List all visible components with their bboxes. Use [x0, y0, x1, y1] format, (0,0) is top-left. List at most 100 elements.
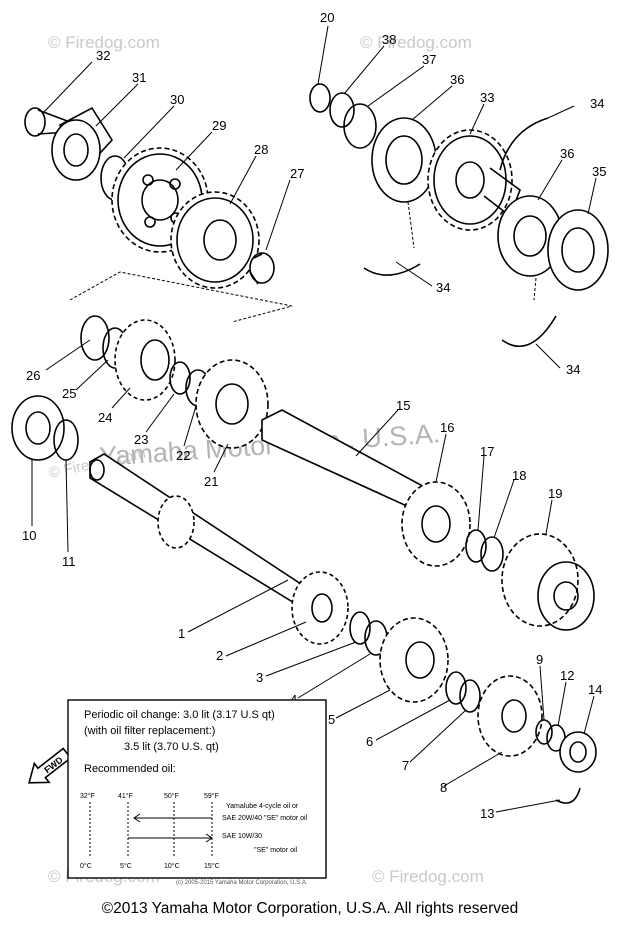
part-32-bolt: [24, 107, 71, 137]
callout-24: 24: [98, 410, 112, 425]
callout-36-b: 36: [560, 146, 574, 161]
watermark-top-left: © Firedog.com: [48, 33, 160, 52]
callout-30: 30: [170, 92, 184, 107]
callout-16: 16: [440, 420, 454, 435]
callout-10: 10: [22, 528, 36, 543]
callout-36-a: 36: [450, 72, 464, 87]
part-34-retainer-left: [363, 263, 421, 276]
main-axle-end: [89, 459, 105, 481]
callout-18: 18: [512, 468, 526, 483]
part-14-bearing: [559, 731, 597, 773]
callout-32: 32: [96, 48, 110, 63]
callout-12: 12: [560, 668, 574, 683]
callout-21: 21: [204, 474, 218, 489]
recommended-oil-label: Recommended oil:: [84, 763, 176, 775]
oil-change-line2: (with oil filter replacement:): [84, 725, 215, 737]
part-17-washer: [465, 529, 487, 563]
part-27-bushing: [249, 252, 275, 285]
part-35-bearing: [547, 209, 609, 291]
part-21-gear: [195, 359, 269, 449]
part-13-circlip: [555, 787, 581, 804]
upper-left-gear-cluster: [24, 106, 293, 323]
callout-6: 6: [366, 734, 373, 749]
part-34-retainer-bottom: [501, 315, 557, 348]
part-36-bearing-left: [371, 117, 437, 203]
callout-20: 20: [320, 10, 334, 25]
callout-28: 28: [254, 142, 268, 157]
callout-8: 8: [440, 780, 447, 795]
callout-13: 13: [480, 806, 494, 821]
callout-19: 19: [548, 486, 562, 501]
temp-c-0: 0°C: [80, 862, 92, 870]
oil-type-2b: "SE" motor oil: [254, 847, 298, 854]
callout-2: 2: [216, 648, 223, 663]
oil-specification-box: Periodic oil change: 3.0 lit (3.17 U.S q…: [67, 699, 327, 879]
part-6-circlip: [445, 671, 467, 705]
oil-change-line3: 3.5 lit (3.70 U.S. qt): [124, 741, 219, 753]
callout-11: 11: [62, 554, 76, 569]
callout-15: 15: [396, 398, 410, 413]
callout-9: 9: [536, 652, 543, 667]
callout-22: 22: [176, 448, 190, 463]
forward-arrow: FWD: [28, 747, 72, 784]
part-16-gear: [401, 481, 471, 567]
callout-17: 17: [480, 444, 494, 459]
callout-34-c: 34: [566, 362, 580, 377]
guide-line: [407, 201, 537, 301]
callout-26: 26: [26, 368, 40, 383]
part-33-gear: [427, 129, 521, 231]
part-3-washer: [349, 611, 371, 645]
temp-f-1: 41°F: [118, 792, 133, 800]
part-38-circlip: [329, 92, 355, 128]
watermark-bottom-right: © Firedog.com: [372, 867, 484, 886]
callout-31: 31: [132, 70, 146, 85]
oil-temperature-chart: 32°F 41°F 50°F 59°F Yamalube 4-cycle oil…: [80, 792, 308, 870]
callout-37: 37: [422, 52, 436, 67]
part-18-circlip: [480, 536, 504, 572]
part-8-gear: [477, 675, 543, 757]
part-31-bearing: [51, 106, 114, 181]
part-28-gear: [170, 191, 260, 289]
callout-35: 35: [592, 164, 606, 179]
part-1-main-axle: [89, 453, 312, 606]
leader-lines: [31, 25, 597, 813]
callout-1: 1: [178, 626, 185, 641]
callout-27: 27: [290, 166, 304, 181]
copyright-notice: ©2013 Yamaha Motor Corporation, U.S.A. A…: [101, 900, 519, 917]
temp-c-2: 10°C: [164, 862, 180, 870]
callout-25: 25: [62, 386, 76, 401]
part-20-washer: [309, 83, 331, 113]
middle-gear-cluster: [80, 315, 269, 449]
oil-type-1b: SAE 20W/40 "SE" motor oil: [222, 815, 308, 822]
callout-3: 3: [256, 670, 263, 685]
oil-change-line1: Periodic oil change: 3.0 lit (3.17 U.S q…: [84, 709, 275, 721]
part-19-gear: [501, 533, 595, 631]
upper-right-gear-cluster: [309, 83, 609, 348]
callout-34-a: 34: [590, 96, 604, 111]
main-axle-assembly: [11, 395, 597, 804]
callout-34-b: 34: [436, 280, 450, 295]
temp-f-3: 59°F: [204, 792, 219, 800]
callout-5: 5: [328, 712, 335, 727]
callout-29: 29: [212, 118, 226, 133]
callout-33: 33: [480, 90, 494, 105]
callout-7: 7: [402, 758, 409, 773]
part-34-retainer-top: [499, 117, 549, 171]
part-10-bearing: [11, 395, 65, 461]
drive-axle-assembly: [261, 409, 595, 631]
part-7-washer: [459, 679, 481, 713]
callout-38: 38: [382, 32, 396, 47]
part-5-gear: [379, 617, 449, 703]
watermark-top-right: © Firedog.com: [360, 33, 472, 52]
oil-type-2a: SAE 10W/30: [222, 833, 262, 840]
oil-type-1a: Yamalube 4-cycle oil or: [226, 803, 299, 810]
small-copyright: (c) 2005-2015 Yamaha Motor Corporation, …: [176, 880, 308, 886]
callout-14: 14: [588, 682, 602, 697]
temp-f-0: 32°F: [80, 792, 95, 800]
part-26-washer: [80, 315, 110, 361]
part-23-washer: [169, 361, 191, 395]
part-24-gear: [114, 319, 176, 401]
temp-c-3: 15°C: [204, 862, 220, 870]
part-37-washer: [343, 103, 377, 149]
